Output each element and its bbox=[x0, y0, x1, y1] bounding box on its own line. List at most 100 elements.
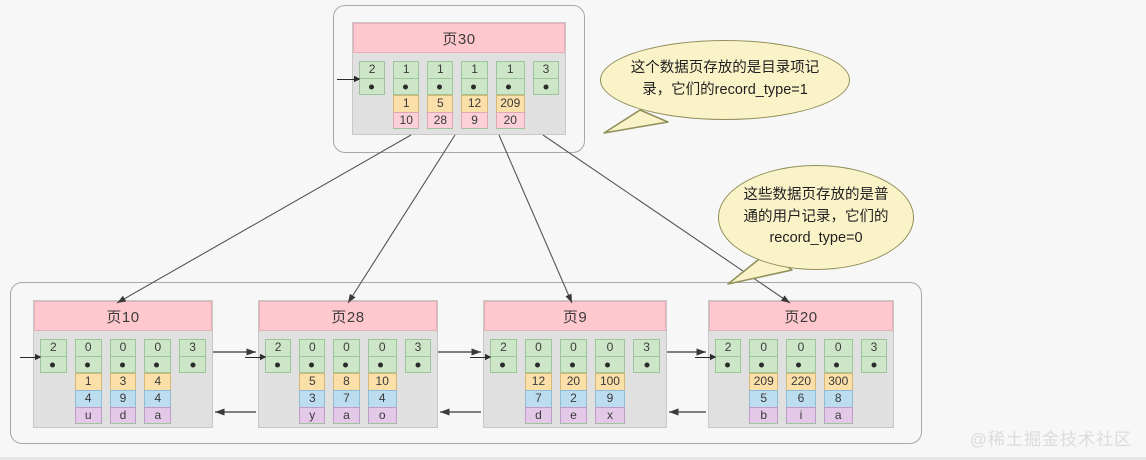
record-cell-supremum[interactable]: 3 bbox=[179, 339, 206, 373]
page-records: 2 0 12 7 d 0 20 2 e 0 bbox=[470, 331, 666, 430]
page-title: 页9 bbox=[484, 301, 666, 331]
column-c2-field: 9 bbox=[594, 390, 626, 407]
pointer-dot-icon bbox=[415, 362, 421, 367]
column-c2-field: 5 bbox=[749, 390, 779, 407]
record-cell-dir-4[interactable]: 1 209 20 bbox=[495, 61, 525, 129]
record-type-field: 3 bbox=[179, 339, 206, 356]
record-type-field: 2 bbox=[715, 339, 742, 356]
page-records: 2 1 1 10 1 5 28 1 12 9 bbox=[337, 53, 565, 135]
child-page-field: 20 bbox=[495, 112, 525, 129]
callout-root-page: 这个数据页存放的是目录项记录，它们的record_type=1 bbox=[600, 40, 850, 120]
record-type-field: 2 bbox=[359, 61, 386, 78]
watermark: @稀土掘金技术社区 bbox=[969, 430, 1132, 449]
pointer-arrow-page9 bbox=[498, 134, 573, 304]
column-c2-field: 2 bbox=[559, 390, 587, 407]
next-pointer-field bbox=[367, 356, 397, 373]
primary-key-field: 8 bbox=[333, 373, 360, 390]
column-c3-field: d bbox=[524, 407, 552, 424]
page-leaf-2[interactable]: 页9 2 0 12 7 d 0 20 2 e bbox=[470, 300, 667, 430]
column-c3-field: b bbox=[749, 407, 779, 424]
record-type-field: 1 bbox=[427, 61, 454, 78]
next-pointer-field bbox=[265, 356, 292, 373]
record-cell-user-3[interactable]: 0 4 4 a bbox=[144, 339, 172, 424]
record-cell-user-2[interactable]: 0 3 9 d bbox=[109, 339, 137, 424]
record-type-field: 0 bbox=[109, 339, 137, 356]
page-title: 页28 bbox=[259, 301, 437, 331]
next-pointer-field bbox=[109, 356, 137, 373]
column-c3-field: d bbox=[109, 407, 137, 424]
column-c2-field: 6 bbox=[786, 390, 816, 407]
record-cell-user-1[interactable]: 0 1 4 u bbox=[74, 339, 102, 424]
pointer-dot-icon bbox=[534, 362, 540, 367]
pointer-dot-icon bbox=[796, 362, 802, 367]
next-pointer-field bbox=[823, 356, 853, 373]
record-cell-supremum[interactable]: 3 bbox=[532, 61, 560, 95]
record-type-field: 0 bbox=[786, 339, 816, 356]
pointer-dot-icon bbox=[369, 84, 374, 89]
record-type-field: 2 bbox=[265, 339, 292, 356]
page-title: 页20 bbox=[709, 301, 893, 331]
next-pointer-field bbox=[393, 78, 420, 95]
record-cell-user-3[interactable]: 0 300 8 a bbox=[823, 339, 853, 424]
bottom-divider bbox=[0, 457, 1146, 460]
pointer-dot-icon bbox=[833, 362, 839, 367]
record-cell-user-1[interactable]: 0 12 7 d bbox=[524, 339, 552, 424]
record-cell-infimum[interactable]: 2 bbox=[490, 339, 517, 373]
callout-text: 这个数据页存放的是目录项记录，它们的record_type=1 bbox=[630, 60, 820, 98]
page-records: 2 0 5 3 y 0 8 7 a 0 1 bbox=[245, 331, 437, 430]
child-page-field: 9 bbox=[461, 112, 488, 129]
record-type-field: 0 bbox=[74, 339, 102, 356]
page-leaf-3[interactable]: 页20 2 0 209 5 b 0 220 6 i bbox=[695, 300, 894, 428]
callout-text: 这些数据页存放的是普通的用户记录，它们的record_type=0 bbox=[743, 186, 889, 247]
record-cell-user-1[interactable]: 0 209 5 b bbox=[749, 339, 779, 424]
record-cell-dir-2[interactable]: 1 5 28 bbox=[427, 61, 454, 129]
primary-key-field: 300 bbox=[823, 373, 853, 390]
record-cell-infimum[interactable]: 2 bbox=[359, 61, 386, 95]
primary-key-field: 4 bbox=[144, 373, 172, 390]
page-leaf-0[interactable]: 页10 2 0 1 4 u 0 3 9 d bbox=[20, 300, 213, 428]
record-type-field: 1 bbox=[495, 61, 525, 78]
primary-key-field: 209 bbox=[749, 373, 779, 390]
page-root[interactable]: 页30 2 1 1 10 1 5 28 1 bbox=[337, 22, 566, 135]
index-key-field: 1 bbox=[393, 95, 420, 112]
pointer-dot-icon bbox=[119, 362, 125, 367]
record-cell-dir-1[interactable]: 1 1 10 bbox=[393, 61, 420, 129]
record-type-field: 0 bbox=[559, 339, 587, 356]
record-type-field: 2 bbox=[490, 339, 517, 356]
callout-leaf-pages: 这些数据页存放的是普通的用户记录，它们的record_type=0 bbox=[718, 165, 914, 270]
column-c3-field: e bbox=[559, 407, 587, 424]
record-cell-infimum[interactable]: 2 bbox=[265, 339, 292, 373]
pointer-dot-icon bbox=[725, 362, 730, 367]
record-cell-dir-3[interactable]: 1 12 9 bbox=[461, 61, 488, 129]
record-cell-user-3[interactable]: 0 10 4 o bbox=[367, 339, 397, 424]
column-c2-field: 8 bbox=[823, 390, 853, 407]
record-cell-supremum[interactable]: 3 bbox=[860, 339, 888, 373]
record-cell-supremum[interactable]: 3 bbox=[633, 339, 661, 373]
next-pointer-field bbox=[299, 356, 326, 373]
record-cell-user-2[interactable]: 0 8 7 a bbox=[333, 339, 360, 424]
column-c3-field: x bbox=[594, 407, 626, 424]
record-type-field: 0 bbox=[524, 339, 552, 356]
record-cell-supremum[interactable]: 3 bbox=[404, 339, 432, 373]
record-cell-infimum[interactable]: 2 bbox=[40, 339, 67, 373]
record-cell-infimum[interactable]: 2 bbox=[715, 339, 742, 373]
record-cell-user-3[interactable]: 0 100 9 x bbox=[594, 339, 626, 424]
pointer-dot-icon bbox=[644, 362, 650, 367]
column-c2-field: 4 bbox=[367, 390, 397, 407]
index-key-field: 209 bbox=[495, 95, 525, 112]
next-pointer-field bbox=[786, 356, 816, 373]
next-pointer-field bbox=[74, 356, 102, 373]
next-record-arrow bbox=[470, 354, 491, 360]
record-cell-user-2[interactable]: 0 220 6 i bbox=[786, 339, 816, 424]
record-cell-user-2[interactable]: 0 20 2 e bbox=[559, 339, 587, 424]
next-pointer-field bbox=[427, 78, 454, 95]
primary-key-field: 12 bbox=[524, 373, 552, 390]
next-pointer-field bbox=[559, 356, 587, 373]
pointer-dot-icon bbox=[759, 362, 765, 367]
record-type-field: 0 bbox=[594, 339, 626, 356]
page-leaf-1[interactable]: 页28 2 0 5 3 y 0 8 7 a bbox=[245, 300, 438, 430]
pointer-dot-icon bbox=[84, 362, 90, 367]
record-cell-user-1[interactable]: 0 5 3 y bbox=[299, 339, 326, 424]
page-title: 页10 bbox=[34, 301, 212, 331]
